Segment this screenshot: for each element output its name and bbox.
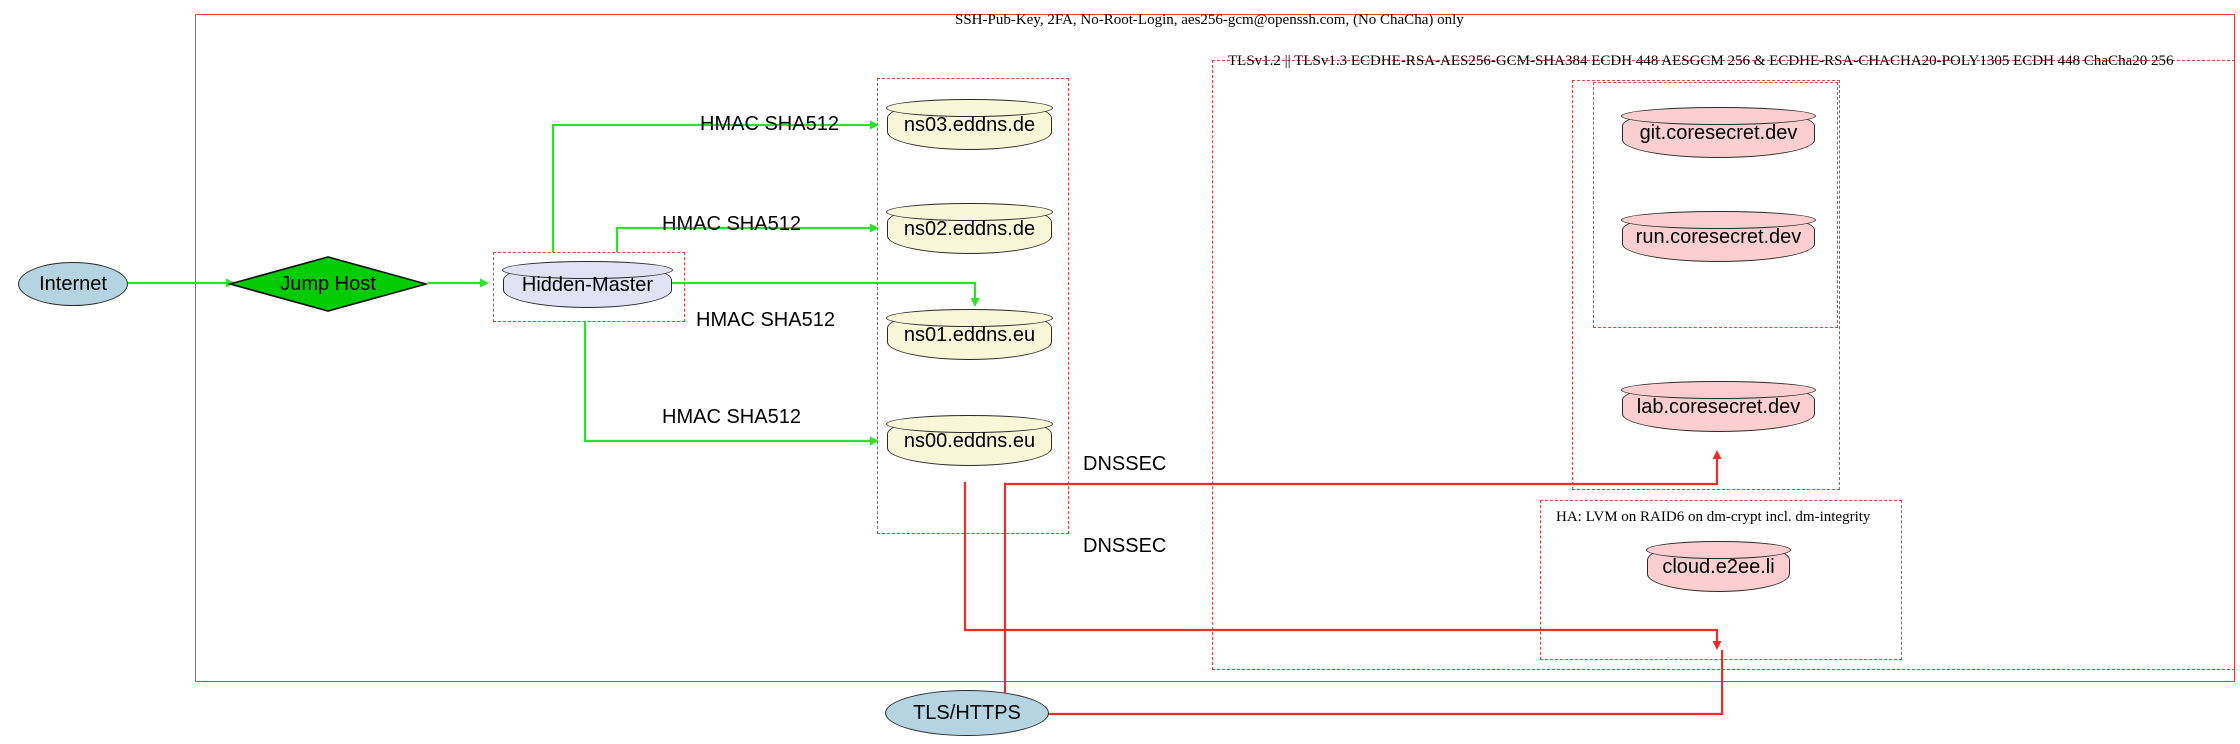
edge-label-hmac-ns00: HMAC SHA512 bbox=[662, 406, 801, 428]
cylinder-top bbox=[1621, 211, 1816, 230]
zone-tls bbox=[1212, 60, 2235, 670]
node-ns02[interactable]: ns02.eddns.de bbox=[886, 203, 1053, 254]
node-cloud-e2ee[interactable]: cloud.e2ee.li bbox=[1646, 541, 1791, 592]
node-git-coresecret-label: git.coresecret.dev bbox=[1639, 121, 1798, 144]
cylinder-top bbox=[1621, 107, 1816, 126]
node-tls-https-label: TLS/HTTPS bbox=[913, 701, 1021, 724]
node-ns00[interactable]: ns00.eddns.eu bbox=[886, 415, 1053, 466]
edge-label-hmac-ns02: HMAC SHA512 bbox=[662, 213, 801, 235]
node-ns01[interactable]: ns01.eddns.eu bbox=[886, 309, 1053, 360]
node-jump-host-label: Jump Host bbox=[280, 272, 376, 295]
zone-dns-cluster bbox=[877, 78, 1069, 534]
edge-label-hmac-ns03: HMAC SHA512 bbox=[700, 113, 839, 135]
edge-label-hmac-ns01: HMAC SHA512 bbox=[696, 309, 835, 331]
node-ns02-label: ns02.eddns.de bbox=[903, 217, 1036, 240]
node-ns01-label: ns01.eddns.eu bbox=[903, 323, 1036, 346]
cylinder-top bbox=[886, 309, 1053, 328]
node-ns03[interactable]: ns03.eddns.de bbox=[886, 99, 1053, 150]
zone-tls-label: TLSv1.2 || TLSv1.3 ECDHE-RSA-AES256-GCM-… bbox=[1228, 53, 2174, 69]
node-run-coresecret-label: run.coresecret.dev bbox=[1635, 225, 1802, 248]
zone-hidden-master bbox=[493, 252, 685, 322]
node-internet-label: Internet bbox=[39, 272, 107, 295]
zone-ssh-label: SSH-Pub-Key, 2FA, No-Root-Login, aes256-… bbox=[955, 12, 1464, 28]
node-hidden-master-label: Hidden-Master bbox=[521, 273, 654, 296]
zone-ha-label: HA: LVM on RAID6 on dm-crypt incl. dm-in… bbox=[1556, 509, 1871, 525]
zone-coresecret-outer bbox=[1572, 80, 1840, 490]
node-hidden-master[interactable]: Hidden-Master bbox=[502, 261, 673, 308]
edge-label-dnssec-1: DNSSEC bbox=[1083, 453, 1167, 475]
node-ns03-label: ns03.eddns.de bbox=[903, 113, 1036, 136]
cylinder-top bbox=[502, 261, 673, 280]
node-tls-https[interactable]: TLS/HTTPS bbox=[885, 690, 1049, 736]
node-lab-coresecret[interactable]: lab.coresecret.dev bbox=[1621, 381, 1816, 432]
node-ns00-label: ns00.eddns.eu bbox=[903, 429, 1036, 452]
node-internet[interactable]: Internet bbox=[18, 262, 128, 306]
node-run-coresecret[interactable]: run.coresecret.dev bbox=[1621, 211, 1816, 262]
node-jump-host[interactable]: Jump Host bbox=[228, 255, 428, 313]
cylinder-top bbox=[1646, 541, 1791, 560]
cylinder-top bbox=[886, 203, 1053, 222]
cylinder-top bbox=[886, 415, 1053, 434]
cylinder-top bbox=[886, 99, 1053, 118]
edge-label-dnssec-2: DNSSEC bbox=[1083, 535, 1167, 557]
node-lab-coresecret-label: lab.coresecret.dev bbox=[1636, 395, 1801, 418]
cylinder-top bbox=[1621, 381, 1816, 400]
zone-coresecret bbox=[1593, 82, 1838, 328]
node-cloud-e2ee-label: cloud.e2ee.li bbox=[1662, 555, 1775, 578]
node-git-coresecret[interactable]: git.coresecret.dev bbox=[1621, 107, 1816, 158]
